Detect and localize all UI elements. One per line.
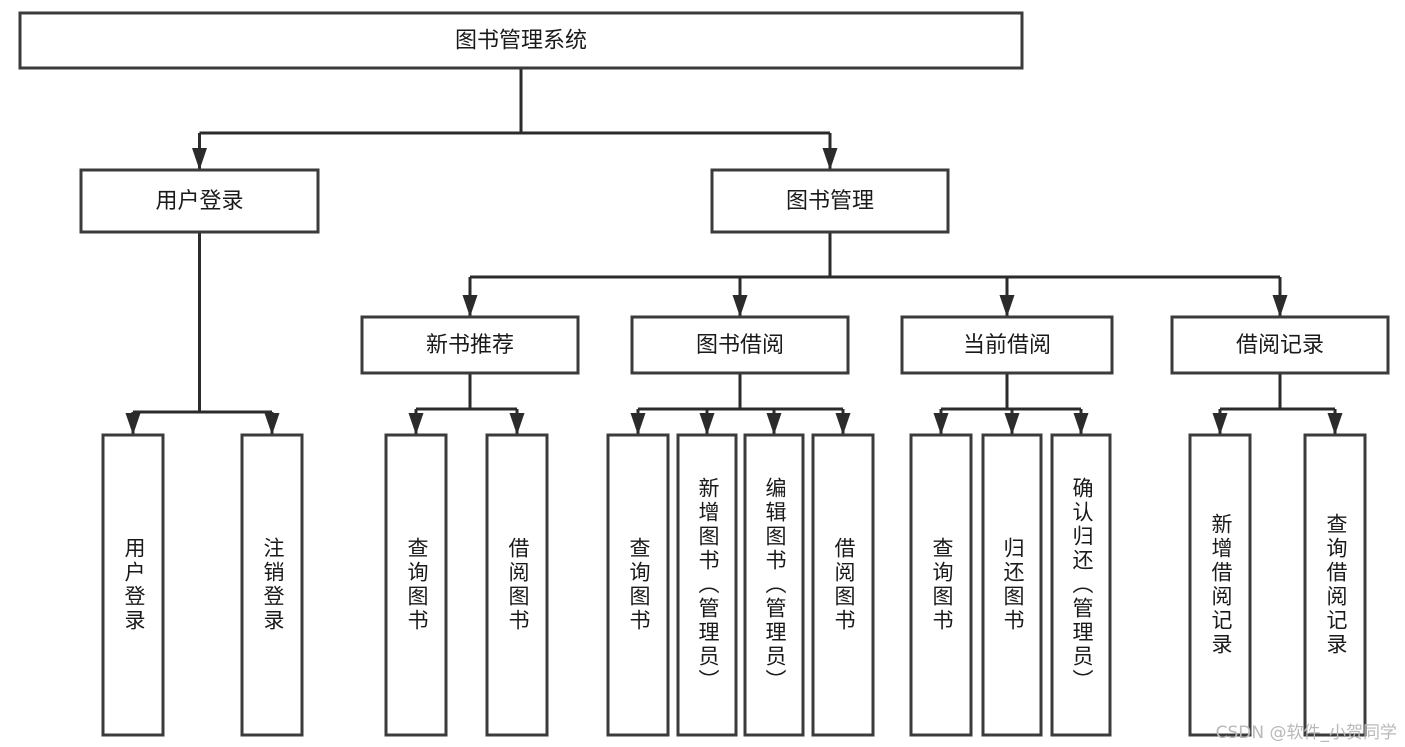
node-leaf-borrow-book-2[interactable]: 借阅图书 [811, 433, 875, 737]
node-label-leaf-confirm-return: 确认归还（管理员） [1070, 477, 1094, 693]
node-leaf-query-book-2[interactable]: 查询图书 [606, 433, 670, 737]
node-label-leaf-query-record: 查询借阅记录 [1324, 513, 1348, 657]
arrow-head-icon [462, 295, 478, 317]
node-box-leaf-query-record [1303, 433, 1367, 737]
node-leaf-edit-book[interactable]: 编辑图书（管理员） [743, 433, 805, 737]
node-box-leaf-confirm-return [1050, 433, 1112, 737]
arrow-head-icon [264, 413, 280, 435]
node-box-leaf-borrow-book-2 [811, 433, 875, 737]
node-label-leaf-add-book: 新增图书（管理员） [696, 477, 720, 693]
node-new-book-rec[interactable]: 新书推荐 [360, 315, 580, 375]
node-leaf-borrow-book-1[interactable]: 借阅图书 [485, 433, 549, 737]
node-leaf-query-book-1[interactable]: 查询图书 [384, 433, 448, 737]
node-label-leaf-user-logout: 注销登录 [261, 537, 285, 633]
node-box-leaf-borrow-book-1 [485, 433, 549, 737]
node-box-borrow-record [1170, 315, 1390, 375]
node-borrow-record[interactable]: 借阅记录 [1170, 315, 1390, 375]
node-label-leaf-query-book-2: 查询图书 [627, 537, 651, 633]
node-label-book-manage: 图书管理 [786, 189, 874, 214]
arrow-head-icon [125, 413, 141, 435]
arrow-head-icon [999, 295, 1015, 317]
arrow-head-icon [630, 413, 646, 435]
node-box-leaf-edit-book [743, 433, 805, 737]
node-book-manage[interactable]: 图书管理 [710, 168, 950, 234]
node-box-current-borrow [900, 315, 1114, 375]
node-box-leaf-add-record [1188, 433, 1252, 737]
node-box-book-manage [710, 168, 950, 234]
arrow-head-icon [822, 148, 838, 170]
node-label-root: 图书管理系统 [455, 29, 587, 54]
node-box-leaf-return-book [981, 433, 1043, 737]
node-leaf-confirm-return[interactable]: 确认归还（管理员） [1050, 433, 1112, 737]
node-label-leaf-add-record: 新增借阅记录 [1209, 513, 1233, 657]
node-boxes: 图书管理系统用户登录图书管理新书推荐图书借阅当前借阅借阅记录用户登录注销登录查询… [18, 11, 1390, 737]
arrow-head-icon [1212, 413, 1228, 435]
node-user-login[interactable]: 用户登录 [79, 168, 320, 234]
node-box-leaf-query-book-1 [384, 433, 448, 737]
node-label-user-login: 用户登录 [155, 189, 243, 214]
node-label-current-borrow: 当前借阅 [963, 333, 1051, 358]
arrow-head-icon [1327, 413, 1343, 435]
node-label-leaf-return-book: 归还图书 [1001, 537, 1025, 633]
node-label-leaf-borrow-book-2: 借阅图书 [832, 537, 856, 633]
node-label-leaf-borrow-book-1: 借阅图书 [506, 537, 530, 633]
arrow-head-icon [509, 413, 525, 435]
node-label-book-borrow: 图书借阅 [696, 333, 784, 358]
arrow-head-icon [766, 413, 782, 435]
node-label-leaf-user-login: 用户登录 [122, 537, 146, 633]
arrow-head-icon [732, 295, 748, 317]
arrow-head-icon [408, 413, 424, 435]
node-leaf-user-logout[interactable]: 注销登录 [240, 433, 304, 737]
node-box-leaf-query-book-3 [909, 433, 973, 737]
node-leaf-query-record[interactable]: 查询借阅记录 [1303, 433, 1367, 737]
node-box-new-book-rec [360, 315, 580, 375]
node-label-leaf-query-book-3: 查询图书 [930, 537, 954, 633]
node-box-book-borrow [630, 315, 850, 375]
arrow-head-icon [835, 413, 851, 435]
node-box-leaf-add-book [676, 433, 738, 737]
node-box-leaf-query-book-2 [606, 433, 670, 737]
arrow-head-icon [933, 413, 949, 435]
node-leaf-add-book[interactable]: 新增图书（管理员） [676, 433, 738, 737]
arrow-head-icon [1272, 295, 1288, 317]
node-book-borrow[interactable]: 图书借阅 [630, 315, 850, 375]
arrow-head-icon [192, 148, 207, 170]
node-leaf-add-record[interactable]: 新增借阅记录 [1188, 433, 1252, 737]
node-root[interactable]: 图书管理系统 [18, 11, 1024, 70]
arrow-head-icon [699, 413, 715, 435]
node-box-leaf-user-logout [240, 433, 304, 737]
node-current-borrow[interactable]: 当前借阅 [900, 315, 1114, 375]
node-leaf-return-book[interactable]: 归还图书 [981, 433, 1043, 737]
node-box-user-login [79, 168, 320, 234]
node-label-borrow-record: 借阅记录 [1236, 333, 1324, 358]
arrow-head-icon [1073, 413, 1089, 435]
node-leaf-user-login[interactable]: 用户登录 [101, 433, 165, 737]
node-box-root [18, 11, 1024, 70]
node-box-leaf-user-login [101, 433, 165, 737]
node-label-leaf-edit-book: 编辑图书（管理员） [763, 477, 787, 693]
node-label-new-book-rec: 新书推荐 [426, 333, 514, 358]
connector-lines [125, 68, 1343, 435]
node-label-leaf-query-book-1: 查询图书 [405, 537, 429, 633]
arrow-head-icon [1004, 413, 1020, 435]
node-leaf-query-book-3[interactable]: 查询图书 [909, 433, 973, 737]
